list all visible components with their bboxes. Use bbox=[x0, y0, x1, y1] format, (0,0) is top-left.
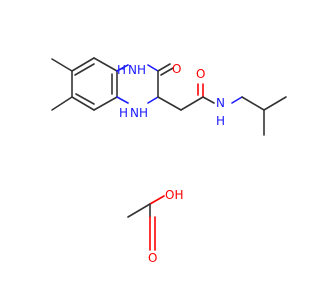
acetic-acid bbox=[127, 195, 165, 251]
benzene-ring bbox=[71, 57, 118, 111]
nh-bottom-label: NH bbox=[130, 106, 148, 120]
acid-hydroxyl-label: OH bbox=[165, 188, 183, 202]
h-top-label: H bbox=[117, 63, 126, 77]
lactam-oxygen-label: O bbox=[172, 62, 181, 76]
h-bottom-label: H bbox=[119, 106, 128, 120]
amide-nitrogen-label: N bbox=[216, 96, 225, 110]
lactam-carbonyl bbox=[157, 63, 174, 76]
structure-svg: NH H NH H O O N H OH O bbox=[51, 57, 287, 265]
isobutyl-chain bbox=[231, 96, 287, 136]
piperazinone-ring bbox=[116, 64, 159, 104]
nh-top-label: NH bbox=[128, 63, 146, 77]
amide-oxygen-label: O bbox=[196, 67, 205, 81]
acid-oxygen-label: O bbox=[148, 251, 157, 265]
molecule-diagram: NH H NH H O O N H OH O bbox=[51, 57, 287, 265]
acetamide-chain bbox=[157, 83, 215, 111]
amide-hydrogen-label: H bbox=[216, 114, 225, 128]
methyl-groups bbox=[51, 58, 73, 111]
